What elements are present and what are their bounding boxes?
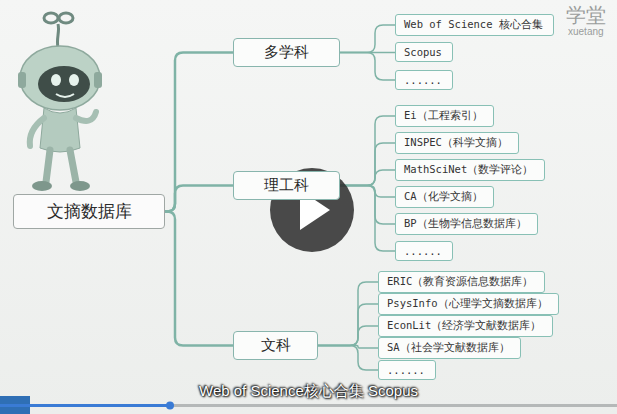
node-text: 多学科	[246, 43, 327, 62]
branch-line	[165, 53, 233, 212]
progress-track	[0, 404, 617, 407]
progress-knob	[166, 402, 174, 410]
branch-line	[340, 116, 395, 186]
node-text: ERIC（教育资源信息数据库）	[387, 275, 536, 289]
node-text: ......	[387, 364, 427, 376]
progress-fill	[0, 404, 170, 407]
branch-line	[165, 186, 233, 212]
database-box: BP（生物学信息数据库）	[395, 213, 538, 235]
database-box: Scopus	[395, 42, 453, 62]
node-text: BP（生物学信息数据库）	[404, 217, 529, 231]
database-box: PsysInfo（心理学文摘数据库）	[378, 293, 559, 315]
node-text: Web of Science 核心合集	[404, 18, 545, 32]
branch-line	[318, 326, 378, 346]
node-text: 理工科	[246, 176, 327, 195]
database-box: MathSciNet（数学评论）	[395, 159, 545, 181]
category-box: 理工科	[233, 171, 340, 200]
node-text: MathSciNet（数学评论）	[404, 163, 536, 177]
node-text: ......	[404, 245, 444, 257]
database-box: EconLit（经济学文献数据库）	[378, 315, 553, 337]
category-box: 文科	[233, 331, 318, 360]
database-box: INSPEC（科学文摘）	[395, 132, 519, 154]
branch-line	[340, 170, 395, 186]
database-box: ......	[395, 70, 453, 90]
branch-line	[318, 304, 378, 346]
node-text: SA（社会学文献数据库）	[387, 341, 512, 355]
branch-line	[318, 282, 378, 346]
node-text: 文科	[246, 336, 305, 355]
node-text: CA（化学文摘）	[404, 190, 485, 204]
branch-line	[340, 143, 395, 186]
category-box: 多学科	[233, 38, 340, 67]
watermark-text: 学堂	[566, 2, 606, 29]
database-box: Ei（工程索引）	[395, 105, 494, 127]
node-text: INSPEC（科学文摘）	[404, 136, 510, 150]
database-box: ERIC（教育资源信息数据库）	[378, 271, 545, 293]
branch-line	[318, 346, 378, 371]
database-box: SA（社会学文献数据库）	[378, 337, 521, 359]
database-box: ......	[395, 241, 453, 261]
branch-line	[340, 25, 395, 53]
node-text: EconLit（经济学文献数据库）	[387, 319, 544, 333]
node-text: PsysInfo（心理学文摘数据库）	[387, 297, 550, 311]
node-text: Scopus	[404, 46, 444, 58]
database-box: CA（化学文摘）	[395, 186, 494, 208]
node-text: 文摘数据库	[28, 200, 150, 223]
root-box: 文摘数据库	[13, 194, 165, 229]
robot-mascot	[18, 13, 102, 191]
database-box: Web of Science 核心合集	[395, 14, 554, 36]
watermark-text: xuetang	[568, 26, 604, 37]
subtitle-text: Web of Science核心合集 Scopus	[0, 382, 617, 401]
database-box: ......	[378, 360, 436, 380]
node-text: ......	[404, 74, 444, 86]
node-text: Ei（工程索引）	[404, 109, 485, 123]
branch-line	[340, 53, 395, 81]
branch-line	[165, 212, 233, 346]
